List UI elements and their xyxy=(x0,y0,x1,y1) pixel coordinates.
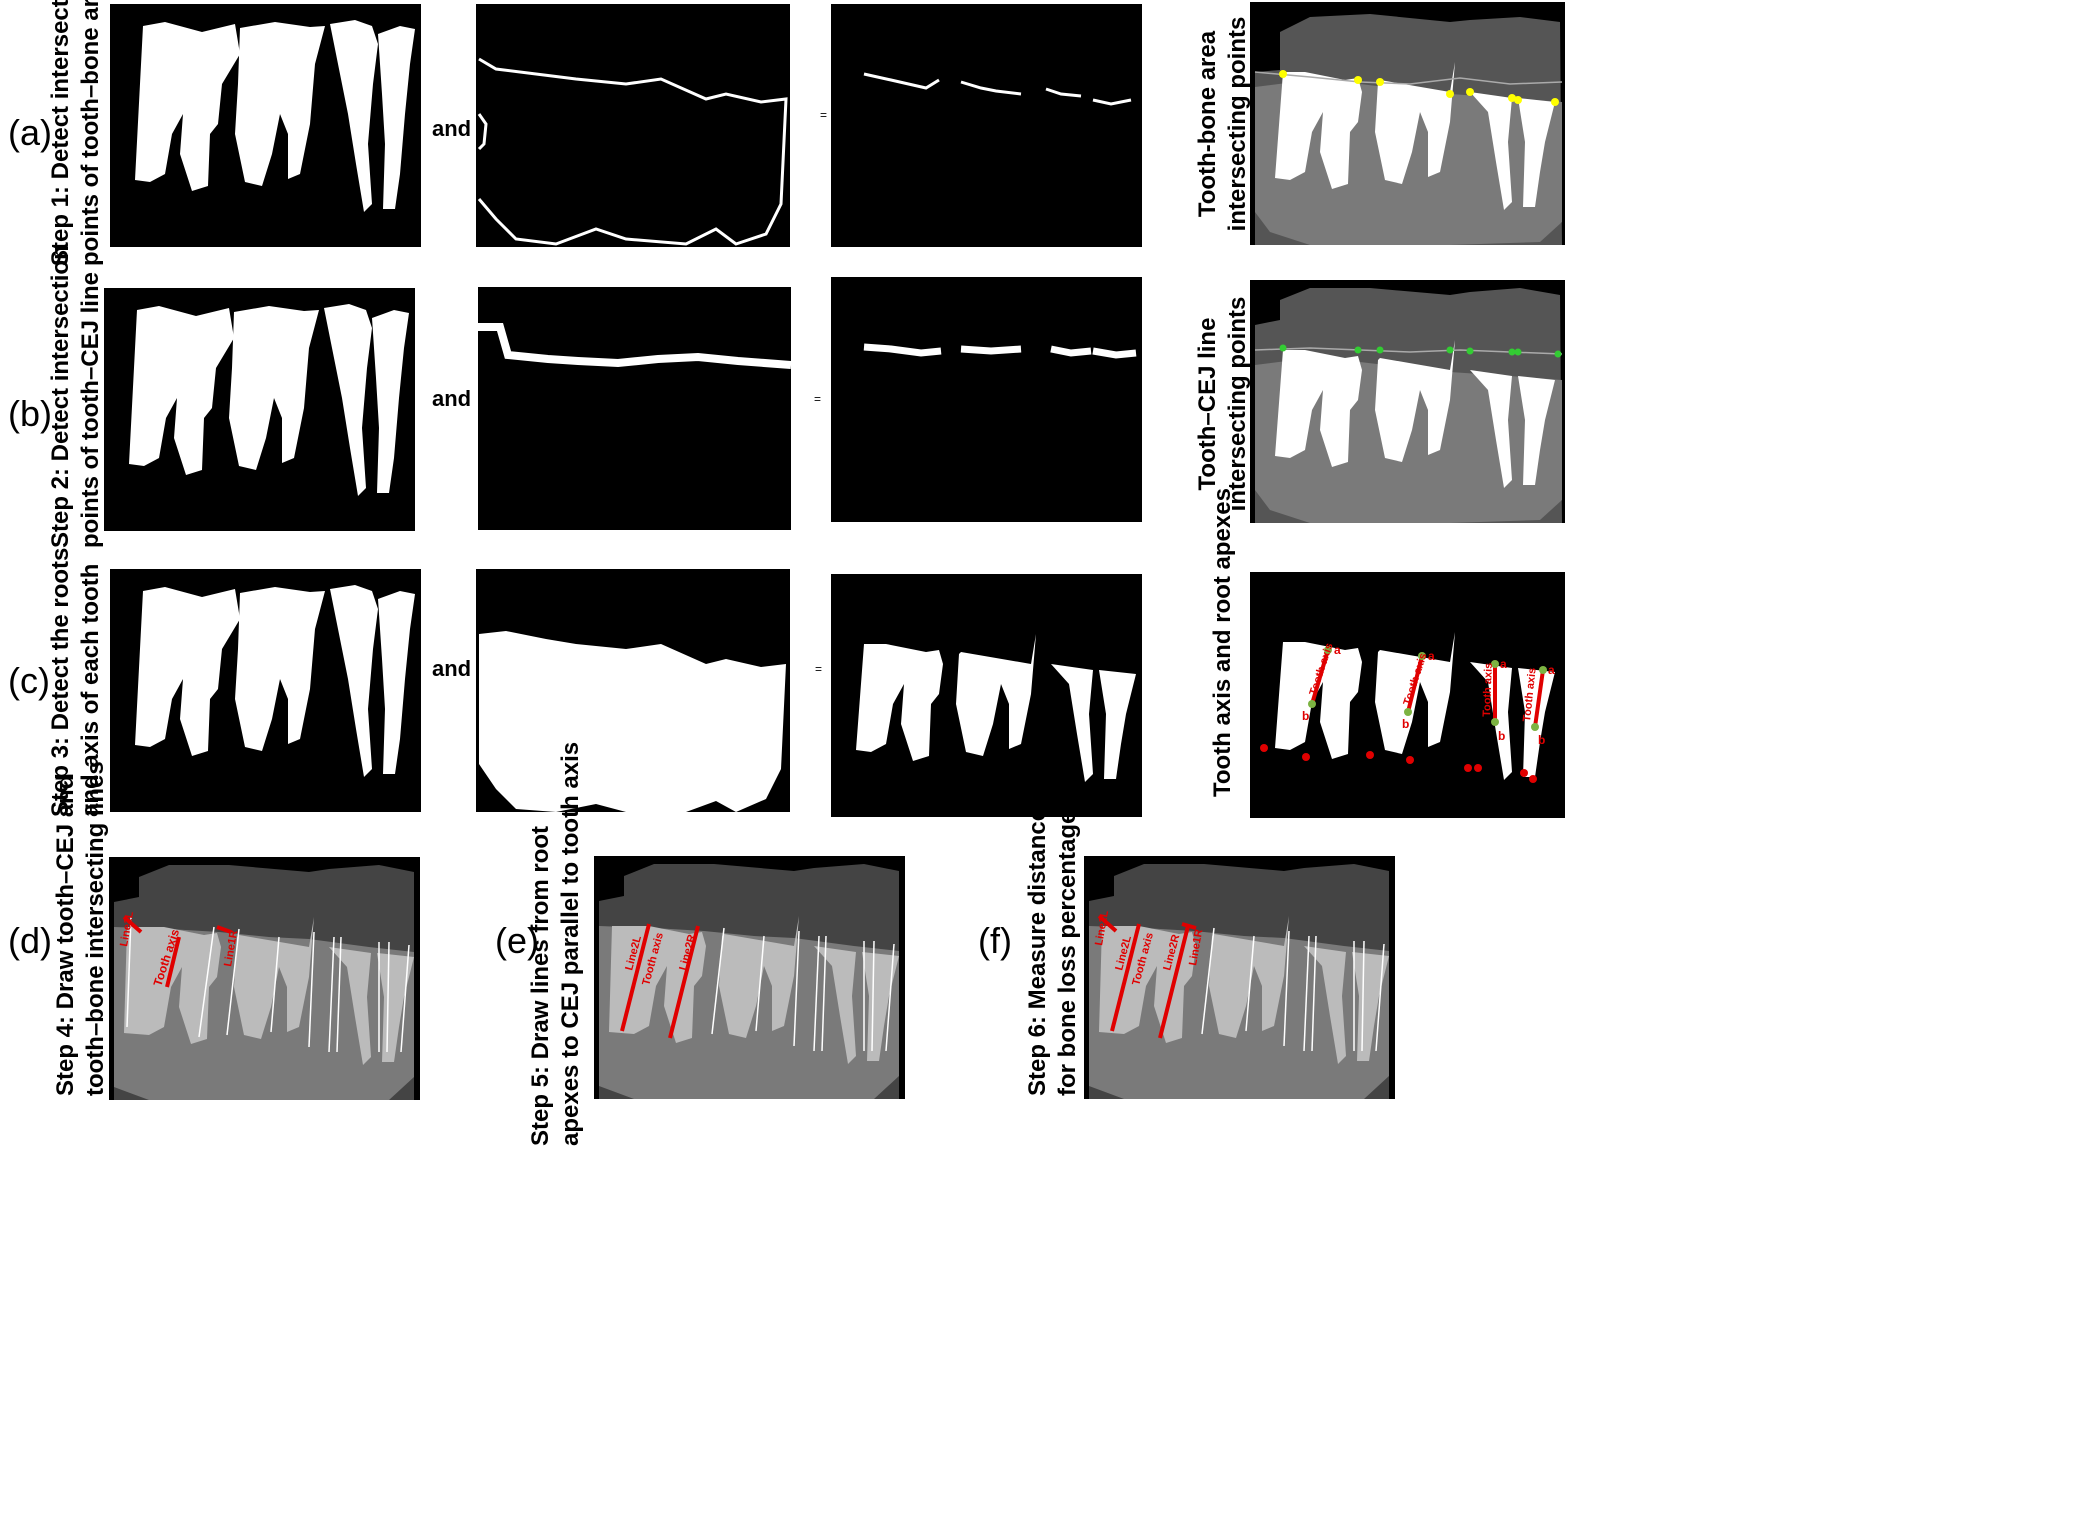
panel-b4-tooth-cej-points xyxy=(1250,280,1565,523)
point-b-4: b xyxy=(1538,733,1545,747)
step1-line1: Step 1: Detect intersection xyxy=(47,0,74,266)
result-c-label: Tooth axis and root apexes xyxy=(1208,488,1242,797)
point-a-4: a xyxy=(1548,663,1555,677)
op-and-a: and xyxy=(432,116,472,141)
panel-b3-intersection xyxy=(831,277,1142,522)
step5-line2: apexes to CEJ parallel to tooth axis xyxy=(557,741,584,1146)
d-axis-line xyxy=(165,936,181,988)
axis-line-2 xyxy=(1406,655,1424,713)
result-c-line1: Tooth axis and root apexes xyxy=(1209,488,1236,797)
d-line1R xyxy=(216,925,232,934)
point-b-1: b xyxy=(1302,709,1309,723)
f-line2L xyxy=(1110,923,1141,1032)
step2-line2: points of tooth–CEJ line xyxy=(77,272,104,548)
f-line1L xyxy=(1097,914,1118,933)
panel-a2-bone-contour xyxy=(476,4,790,247)
panel-c4-axis-apexes: Tooth axis Tooth axis Tooth axis Tooth a… xyxy=(1250,572,1565,818)
point-a-3: a xyxy=(1500,657,1507,671)
panel-f-step6: Line1L Line2L Tooth axis Line2R Line1R xyxy=(1084,856,1395,1099)
axis-text-3: Tooth axis xyxy=(1481,663,1495,718)
panel-a3-intersection xyxy=(831,4,1142,247)
point-b-3: b xyxy=(1498,729,1505,743)
op-eq-a: = xyxy=(820,108,828,122)
axis-line-1 xyxy=(1310,649,1330,705)
point-b-2: b xyxy=(1402,717,1409,731)
step6-label: Step 6: Measure distances for bone loss … xyxy=(1023,794,1087,1096)
f-line1R xyxy=(1181,922,1197,930)
label-e: (e) xyxy=(495,920,539,961)
step1-line2: points of tooth–bone area xyxy=(77,0,104,266)
result-a-line1: Tooth-bone area xyxy=(1194,30,1221,218)
axis-text-4: Tooth axis xyxy=(1521,667,1539,722)
step2-line1: Step 2: Detect intersection xyxy=(47,245,74,548)
result-a-label: Tooth-bone area intersecting points xyxy=(1193,0,1257,249)
op-eq-b: = xyxy=(814,392,822,406)
step2-label: Step 2: Detect intersection points of to… xyxy=(46,245,110,548)
label-a: (a) xyxy=(8,112,52,153)
axis-line-4 xyxy=(1533,669,1545,728)
step6-line2: for bone loss percentage xyxy=(1054,810,1081,1096)
result-a-line2: intersecting points xyxy=(1224,16,1251,232)
label-d: (d) xyxy=(8,920,52,961)
point-a-1: a xyxy=(1334,643,1341,657)
op-eq-c: = xyxy=(815,662,823,676)
step5-label: Step 5: Draw lines from root apexes to C… xyxy=(526,741,590,1146)
panel-b2-cej-line xyxy=(478,287,791,530)
panel-d-step4: Tooth axis Line1L Line1R xyxy=(109,857,420,1100)
f-line2R xyxy=(1158,925,1190,1039)
panel-a4-tooth-bone-points xyxy=(1250,2,1565,245)
e-line2L xyxy=(620,923,651,1032)
panel-a1-tooth-mask xyxy=(110,4,421,247)
label-c: (c) xyxy=(8,660,50,701)
step4-line2: tooth–bone intersecting lines xyxy=(82,761,109,1096)
label-f: (f) xyxy=(978,920,1012,961)
op-and-b: and xyxy=(432,386,472,411)
panel-b1-tooth-mask xyxy=(104,288,415,531)
step4-label: Step 4: Draw tooth–CEJ and tooth–bone in… xyxy=(51,761,115,1096)
e-line2R xyxy=(668,925,700,1039)
panel-c1-tooth-mask xyxy=(110,569,421,812)
d-line1L xyxy=(122,915,143,934)
step4-line1: Step 4: Draw tooth–CEJ and xyxy=(52,774,79,1096)
step5-line1: Step 5: Draw lines from root xyxy=(527,825,554,1146)
panel-c2-bone-region xyxy=(476,569,790,812)
step6-line1: Step 6: Measure distances xyxy=(1024,794,1051,1096)
point-a-2: a xyxy=(1428,649,1435,663)
step1-label: Step 1: Detect intersection points of to… xyxy=(46,0,110,266)
panel-e-step5: Line2L Tooth axis Line2R xyxy=(594,856,905,1099)
panel-c3-roots xyxy=(831,574,1142,817)
label-b: (b) xyxy=(8,393,52,434)
op-and-c: and xyxy=(432,656,472,681)
